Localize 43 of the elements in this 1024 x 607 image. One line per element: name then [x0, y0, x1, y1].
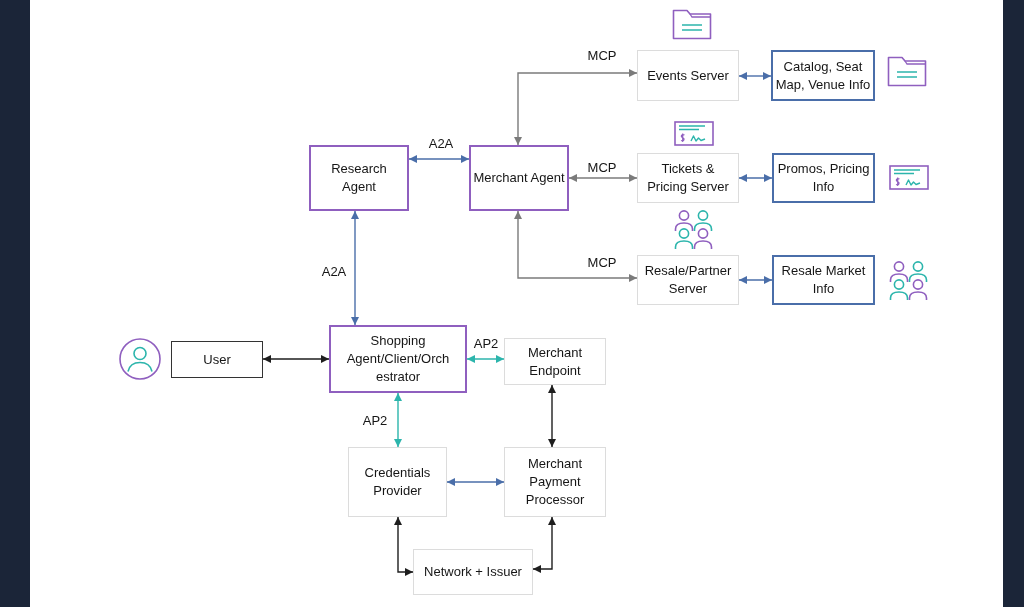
process-box — [413, 549, 533, 595]
box-label: Promos, Pricing Info — [776, 160, 871, 196]
box-label: Resale/Partner Server — [643, 262, 733, 298]
process-box — [772, 153, 875, 203]
double-arrow — [351, 210, 359, 326]
process-box — [469, 145, 569, 211]
double-arrow — [548, 384, 556, 448]
process-box — [348, 447, 447, 517]
double-arrow — [514, 69, 638, 146]
box-label: Merchant Endpoint — [526, 343, 584, 380]
process-box — [637, 50, 739, 101]
process-box — [637, 153, 739, 203]
double-arrow — [394, 392, 402, 448]
double-arrow — [446, 478, 505, 486]
box-label: Credentials Provider — [363, 464, 432, 500]
double-arrow — [466, 355, 505, 363]
double-arrow — [738, 174, 773, 182]
box-label: Catalog, Seat Map, Venue Info — [775, 57, 871, 94]
double-arrow — [738, 72, 772, 80]
process-box — [329, 325, 467, 393]
process-box — [637, 255, 739, 305]
box-label: Shopping Agent/Client/Orchestrator — [345, 332, 451, 386]
process-box — [309, 145, 409, 211]
box-label: User — [203, 350, 231, 369]
double-arrow — [394, 516, 414, 576]
box-label: Tickets & Pricing Server — [646, 160, 730, 196]
double-arrow — [738, 276, 773, 284]
box-label: Events Server — [647, 66, 729, 85]
double-arrow — [568, 174, 638, 182]
box-label: Merchant Agent — [473, 169, 565, 187]
double-arrow — [532, 516, 556, 573]
process-box — [771, 50, 875, 101]
double-arrow — [408, 155, 470, 163]
process-box — [772, 255, 875, 305]
double-arrow — [262, 355, 330, 363]
box-label: Merchant Payment Processor — [524, 455, 586, 509]
double-arrow — [514, 210, 638, 282]
box-label: Resale Market Info — [780, 262, 867, 298]
process-box — [504, 447, 606, 517]
box-label: Network + Issuer — [424, 563, 522, 581]
process-box — [171, 341, 263, 378]
process-box — [504, 338, 606, 385]
box-label: Research Agent — [330, 160, 388, 196]
